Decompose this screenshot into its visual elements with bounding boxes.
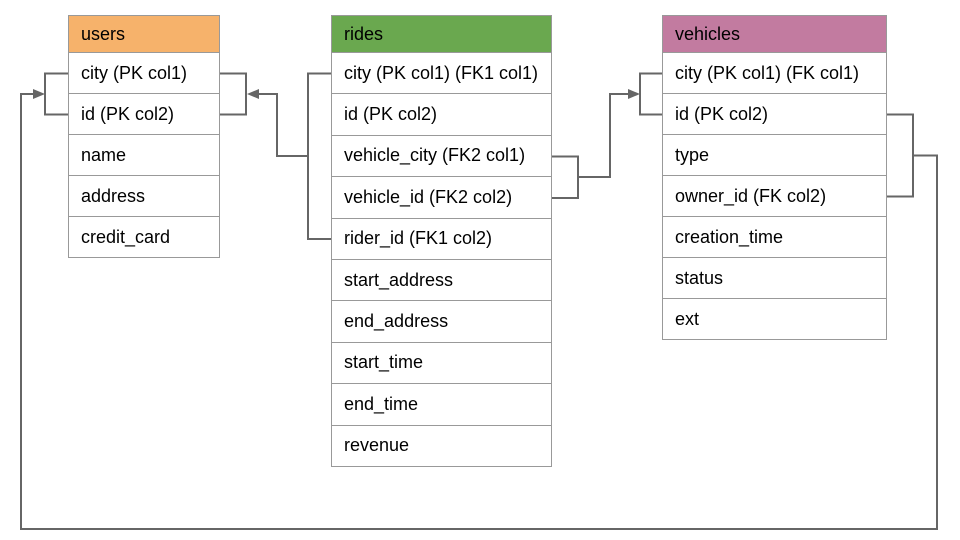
table-row: rider_id (FK1 col2) (331, 218, 552, 260)
table-row: address (68, 176, 220, 217)
users-table-header: users (68, 15, 220, 53)
fk1-route (258, 93, 308, 157)
table-row: id (PK col2) (662, 94, 887, 135)
table-row: id (PK col2) (68, 94, 220, 135)
fk2-rides-to-vehicles-connector (552, 72, 662, 199)
rides-table-rows: city (PK col1) (FK1 col1)id (PK col2)veh… (331, 53, 552, 467)
table-row: city (PK col1) (FK1 col1) (331, 53, 552, 95)
table-row: creation_time (662, 217, 887, 258)
table-row: revenue (331, 425, 552, 467)
table-row: credit_card (68, 217, 220, 258)
table-row: vehicle_city (FK2 col1) (331, 135, 552, 178)
table-row: name (68, 135, 220, 176)
rides-left-bracket (307, 72, 331, 240)
table-row: end_time (331, 384, 552, 426)
rides-right-bracket (552, 155, 579, 199)
vehicles-right-bracket (887, 113, 914, 198)
table-row: owner_id (FK col2) (662, 176, 887, 217)
table-row: id (PK col2) (331, 94, 552, 136)
table-row: end_address (331, 301, 552, 343)
fk2-arrowhead-icon (628, 89, 640, 99)
users-right-bracket (220, 72, 247, 116)
fk-arrowhead-icon (33, 89, 45, 99)
vehicles-table-rows: city (PK col1) (FK col1)id (PK col2)type… (662, 53, 887, 340)
vehicles-table: vehicles city (PK col1) (FK col1)id (PK … (662, 15, 887, 340)
vehicles-table-header: vehicles (662, 15, 887, 53)
table-row: ext (662, 299, 887, 340)
table-row: type (662, 135, 887, 176)
table-row: start_time (331, 342, 552, 385)
fk2-route (578, 93, 628, 178)
table-row: city (PK col1) (68, 53, 220, 94)
fk1-arrowhead-icon (247, 89, 259, 99)
users-left-bracket (44, 72, 68, 116)
table-row: start_address (331, 259, 552, 302)
table-row: vehicle_id (FK2 col2) (331, 177, 552, 219)
table-row: status (662, 258, 887, 299)
vehicles-left-bracket (639, 72, 662, 116)
fk1-rides-to-users-connector (220, 72, 331, 240)
table-row: city (PK col1) (FK col1) (662, 53, 887, 94)
rides-table: rides city (PK col1) (FK1 col1)id (PK co… (331, 15, 552, 467)
rides-table-header: rides (331, 15, 552, 53)
